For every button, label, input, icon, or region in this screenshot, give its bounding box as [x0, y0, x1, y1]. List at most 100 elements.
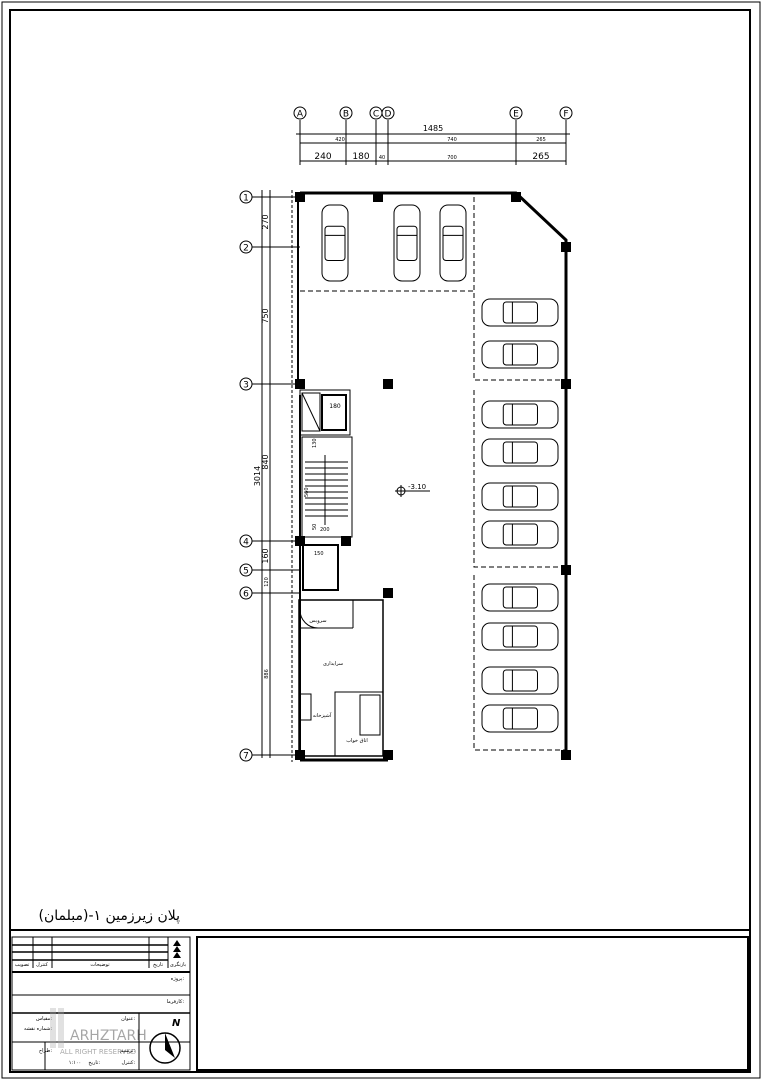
car-icon	[481, 400, 559, 429]
car-icon	[481, 340, 559, 369]
grid-bubble-4	[239, 534, 253, 548]
left-dimensions	[261, 190, 271, 758]
grid-label-7: 7	[243, 752, 249, 762]
dim-left-6: 886	[264, 669, 270, 679]
grid-bubble-A	[293, 106, 307, 120]
grid-label-3: 3	[243, 381, 249, 391]
car-icon	[439, 204, 467, 282]
grid-label-B: B	[343, 110, 349, 120]
svg-text:ARHZTARH: ARHZTARH	[70, 1028, 147, 1044]
date-label: تاریخ:	[88, 1060, 100, 1066]
header-revision: بازنگری	[170, 961, 186, 968]
grid-label-5: 5	[243, 567, 249, 577]
column	[383, 379, 393, 389]
car-icon	[481, 622, 559, 651]
column	[295, 379, 305, 389]
car-icon	[481, 520, 559, 549]
scale-label: مقیاس:	[36, 1016, 52, 1022]
grid-label-E: E	[513, 110, 519, 120]
room-kitchen: آشپزخانه	[313, 712, 332, 719]
grid-label-C: C	[373, 110, 379, 120]
column	[373, 192, 383, 202]
room-wc: سرویس	[309, 618, 326, 624]
dim-top-total: 1485	[423, 124, 443, 133]
column	[341, 536, 351, 546]
column	[383, 588, 393, 598]
grid-bubble-2	[239, 240, 253, 254]
parking-cars	[321, 204, 559, 733]
dim-left-total: 3014	[253, 466, 262, 486]
svg-text:ALL RIGHT RESERVED: ALL RIGHT RESERVED	[60, 1048, 136, 1056]
car-icon	[481, 438, 559, 467]
dim-top-4: 700	[447, 155, 457, 161]
level-marker-icon	[395, 485, 430, 497]
header-check: کنترل	[36, 962, 48, 968]
column	[561, 242, 571, 252]
designer-label: طراح:	[39, 1048, 52, 1054]
car-icon	[481, 298, 559, 327]
grid-label-D: D	[385, 110, 392, 120]
drawing-border	[9, 9, 751, 1073]
car-icon	[393, 204, 421, 282]
header-description: توضیحات	[90, 962, 110, 968]
grid-bubble-1	[239, 190, 253, 204]
column	[511, 192, 521, 202]
dim-top-mid-3: 265	[536, 137, 546, 143]
dim-top-mid-1: 420	[335, 137, 345, 143]
checker-label: کنترل:	[122, 1060, 136, 1066]
dim-top-3: 40	[379, 155, 385, 161]
header-approve: تصویب	[15, 962, 30, 968]
dim-left-1: 270	[261, 214, 270, 229]
dim-left-3: 840	[261, 454, 270, 469]
car-icon	[481, 704, 559, 733]
grid-label-4: 4	[243, 538, 249, 548]
column	[295, 750, 305, 760]
room-bedroom: اتاق خواب	[346, 738, 368, 744]
watermark: ARHZTARH ALL RIGHT RESERVED	[50, 1008, 147, 1056]
notes-box	[196, 936, 749, 1071]
column	[561, 565, 571, 575]
code-value: ۱:۱۰۰	[69, 1060, 81, 1066]
grid-bubble-5	[239, 563, 253, 577]
sheet-no-label: شماره نقشه:	[24, 1026, 52, 1032]
room-caretaker: سرایداری	[323, 661, 343, 667]
grid-bubble-D	[381, 106, 395, 120]
grid-bubble-B	[339, 106, 353, 120]
dim-stair-3: 50	[312, 524, 318, 530]
grid-bubble-7	[239, 748, 253, 762]
car-icon	[321, 204, 349, 282]
drafter-label: ترسیم:	[120, 1048, 135, 1054]
north-label: N	[172, 1018, 181, 1029]
grid-label-A: A	[297, 110, 304, 120]
dim-stair-1: 130	[312, 438, 318, 448]
dim-top-1: 240	[314, 152, 331, 162]
column	[295, 192, 305, 202]
grid-bubble-F	[559, 106, 573, 120]
dim-elevator: 180	[329, 403, 341, 410]
car-icon	[481, 482, 559, 511]
dim-left-5: 120	[264, 577, 270, 587]
column	[383, 750, 393, 760]
column	[561, 379, 571, 389]
dim-elevator-2: 150	[314, 551, 324, 557]
sheet-title: پلان زیرزمین ۱-(مبلمان)	[39, 908, 181, 924]
column	[295, 536, 305, 546]
client-label: کارفرما:	[167, 999, 185, 1005]
car-icon	[481, 583, 559, 612]
dim-stair-4: 200	[320, 527, 330, 533]
grid-bubble-E	[509, 106, 523, 120]
grid-bubble-6	[239, 586, 253, 600]
dim-left-4: 160	[261, 548, 270, 563]
building-walls	[291, 190, 568, 762]
car-icon	[481, 666, 559, 695]
top-dimensions	[296, 133, 570, 162]
level-label: -3.10	[408, 483, 426, 491]
grid-label-F: F	[563, 110, 568, 120]
dim-top-mid-2: 740	[447, 137, 457, 143]
project-label: پروژه:	[171, 976, 185, 982]
header-date: تاریخ	[153, 962, 164, 968]
